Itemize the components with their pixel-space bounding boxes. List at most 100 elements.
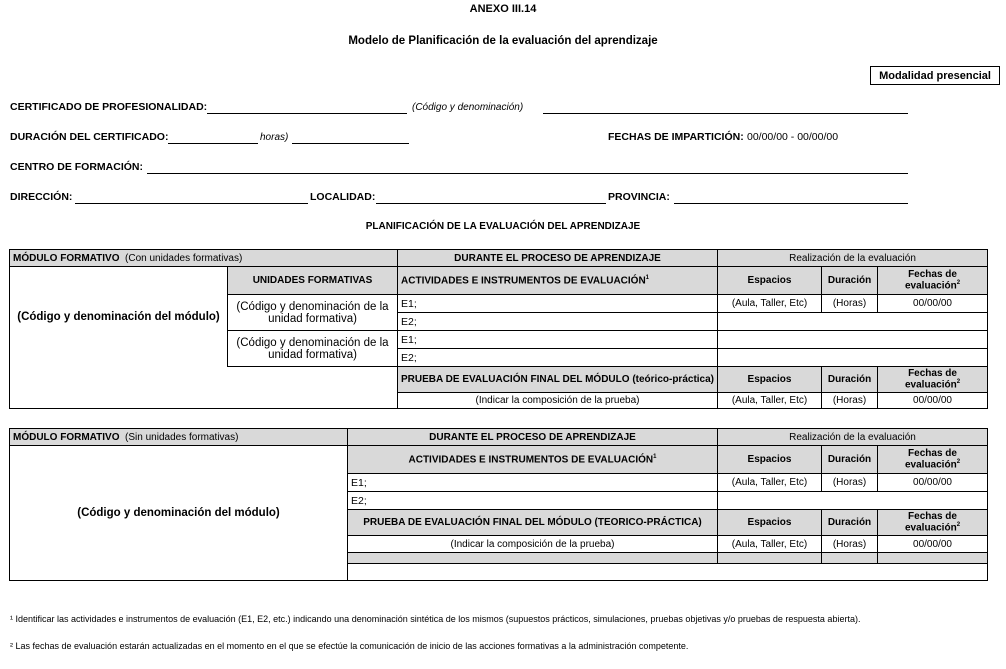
espacios-header: Espacios [717,266,823,295]
duracion-header: Duración [821,445,878,474]
localidad-field[interactable] [376,203,606,204]
espacios-header: Espacios [717,366,823,393]
actividades-label: ACTIVIDADES E INSTRUMENTOS DE EVALUACIÓN [401,275,646,287]
page-title: Modelo de Planificación de la evaluación… [348,35,658,47]
duracion-field[interactable] [168,143,258,144]
certificado-field-2[interactable] [543,113,908,114]
e1-row-1[interactable]: E1; [397,294,719,313]
e1-label: E1; [401,297,417,310]
footnote-2: ² Las fechas de evaluación estarán actua… [10,641,689,651]
prueba-text[interactable]: (Indicar la composición de la prueba) [397,392,719,409]
duracion-header: Duración [821,266,879,295]
fechas-header-label: Fechas de evaluación [905,269,957,292]
e1-row-2[interactable]: E1; [397,330,719,349]
e2-row-1[interactable]: E2; [397,312,719,331]
e2-label: E2; [401,315,417,328]
duracion-header: Duración [821,366,879,393]
fecha-cell: 00/00/00 [876,535,989,553]
modality-label: Modalidad presencial [879,69,991,82]
fecha-cell: 00/00/00 [877,294,989,313]
spacer-cell [8,366,398,393]
provincia-field[interactable] [674,203,908,204]
centro-label: CENTRO DE FORMACIÓN: [10,161,143,173]
fechas-header-label: Fechas de evaluación [905,368,957,391]
uf2-name: (Código y denominación de la unidad form… [226,330,399,367]
aula-cell: (Aula, Taller, Etc) [717,535,822,553]
fecha-cell: 00/00/00 [877,392,989,409]
e1-label: E1; [351,476,367,489]
fechas-header: Fechas de evaluación2 [876,445,989,474]
fechas-header: Fechas de evaluación2 [876,509,989,536]
actividades-header: ACTIVIDADES E INSTRUMENTOS DE EVALUACIÓN… [347,445,718,474]
grey-cell [717,552,822,564]
centro-field[interactable] [147,173,908,174]
fechas-header: Fechas de evaluación2 [877,366,989,393]
certificado-label: CERTIFICADO DE PROFESIONALIDAD: [10,101,208,113]
fechas-header-label: Fechas de evaluación [904,511,957,534]
horas-cell: (Horas) [821,294,879,313]
duracion-hint: horas) [260,132,289,143]
fecha-cell: 00/00/00 [876,473,989,492]
uf1-name: (Código y denominación de la unidad form… [226,294,399,331]
e1-label: E1; [401,333,417,346]
e2-label: E2; [401,351,417,364]
fechas-header: Fechas de evaluación2 [877,266,989,295]
modulo-header-note: (Con unidades formativas) [125,252,243,264]
modality-badge: Modalidad presencial [870,66,1000,85]
modulo-name: (Código y denominación del módulo) [9,445,348,581]
aula-cell: (Aula, Taller, Etc) [717,294,823,313]
modulo-header-bold: MÓDULO FORMATIVO [13,431,120,443]
e2-row[interactable]: E2; [347,491,718,510]
certificado-hint: (Código y denominación) [412,102,524,113]
duracion-header: Duración [821,509,878,536]
grey-cell [876,552,989,564]
duracion-label: DURACIÓN DEL CERTIFICADO: [10,131,169,143]
grey-cell [347,552,718,564]
espacios-header: Espacios [717,445,822,474]
direccion-field[interactable] [75,203,308,204]
empty-row [346,563,989,581]
provincia-label: PROVINCIA: [608,191,670,203]
prueba-text[interactable]: (Indicar la composición de la prueba) [347,535,718,553]
aula-cell: (Aula, Taller, Etc) [717,473,822,492]
realizacion-header: Realización de la evaluación [717,249,989,267]
fechas-label: FECHAS DE IMPARTICIÓN: [608,131,744,143]
horas-cell: (Horas) [821,535,878,553]
grey-cell [821,552,878,564]
spacer-cell [8,392,398,409]
empty-cell [717,348,989,367]
fechas-header-label: Fechas de evaluación [904,448,957,471]
horas-cell: (Horas) [821,392,879,409]
modulo-header-bold: MÓDULO FORMATIVO [13,252,120,264]
unidades-header: UNIDADES FORMATIVAS [226,266,399,295]
certificado-field[interactable] [207,113,407,114]
modulo-header: MÓDULO FORMATIVO (Con unidades formativa… [8,249,399,267]
fechas-value: 00/00/00 - 00/00/00 [747,131,839,143]
actividades-label: ACTIVIDADES E INSTRUMENTOS DE EVALUACIÓN [408,454,654,466]
e2-label: E2; [351,494,367,507]
aula-cell: (Aula, Taller, Etc) [717,392,823,409]
modulo-header-note: (Sin unidades formativas) [125,431,239,443]
e2-row-2[interactable]: E2; [397,348,719,367]
annex-title: ANEXO III.14 [469,3,537,15]
prueba-header: PRUEBA DE EVALUACIÓN FINAL DEL MÓDULO (T… [347,509,718,536]
empty-cell [717,312,989,331]
direccion-label: DIRECCIÓN: [10,191,73,203]
durante-header: DURANTE EL PROCESO DE APRENDIZAJE [397,249,719,267]
realizacion-header: Realización de la evaluación [716,428,989,446]
table-con-unidades: MÓDULO FORMATIVO (Con unidades formativa… [8,249,989,409]
prueba-header: PRUEBA DE EVALUACIÓN FINAL DEL MÓDULO (t… [397,366,719,393]
footnote-1: ¹ Identificar las actividades e instrume… [10,614,861,624]
section-title: PLANIFICACIÓN DE LA EVALUACIÓN DEL APREN… [365,221,641,232]
e1-row[interactable]: E1; [347,473,718,492]
localidad-label: LOCALIDAD: [310,191,376,203]
horas-cell: (Horas) [821,473,878,492]
table-sin-unidades: MÓDULO FORMATIVO (Sin unidades formativa… [9,428,989,581]
espacios-header: Espacios [717,509,822,536]
duracion-field-2[interactable] [292,143,409,144]
durante-header: DURANTE EL PROCESO DE APRENDIZAJE [347,428,718,446]
empty-cell [717,330,989,349]
empty-cell [716,491,989,510]
modulo-header: MÓDULO FORMATIVO (Sin unidades formativa… [9,428,348,446]
actividades-header: ACTIVIDADES E INSTRUMENTOS DE EVALUACIÓN… [397,266,719,295]
